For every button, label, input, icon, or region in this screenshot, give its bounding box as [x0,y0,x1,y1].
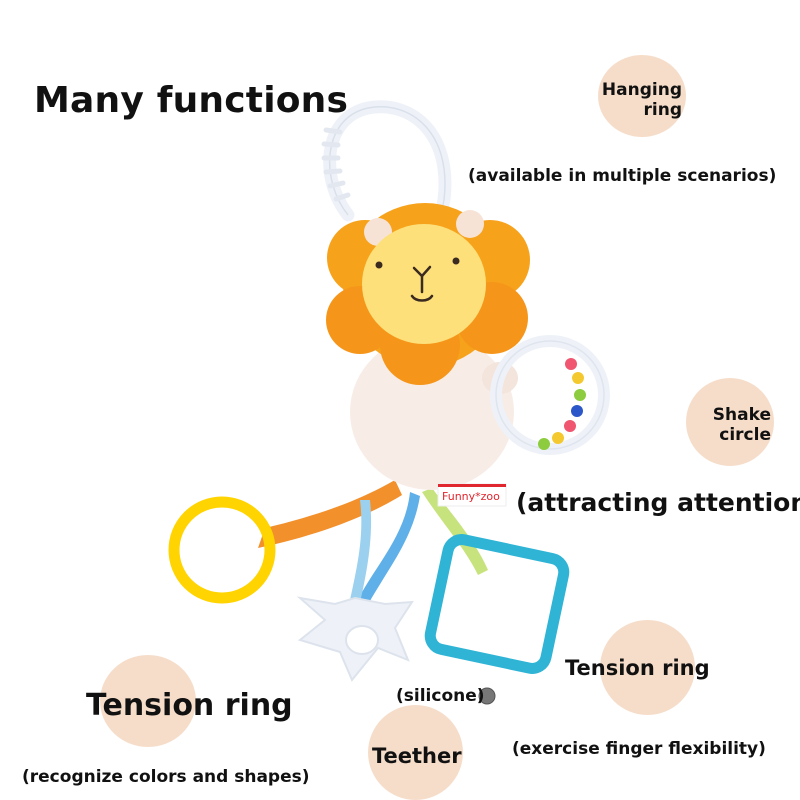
tension-ring-left-label: Tension ring [86,688,293,723]
blue-square-tension-ring [424,534,570,674]
yellow-tension-ring [168,496,276,604]
hanging-ring-label-line1: Hanging [601,80,682,100]
hanging-ring-label-line2: ring [643,100,682,120]
shake-circle-note: (attracting attention) [516,488,800,517]
tension-ring-right-label: Tension ring [565,656,710,680]
tension-ring-left-note: (recognize colors and shapes) [22,767,310,787]
shake-circle-circle [686,378,774,466]
shake-circle-label-line1: Shake [712,405,771,425]
lion-face [362,224,486,344]
tension-ring-left-circle [100,655,196,747]
hanging-ring-circle [598,55,686,137]
hanging-ring [321,100,452,225]
shake-ring [490,335,610,455]
teether-note: (silicone) [396,686,485,706]
hanging-ring-label: Hanging ring [602,80,682,120]
tension-ring-right-circle [600,620,695,715]
hanging-ring-note: (available in multiple scenarios) [468,166,777,186]
teether-circle [368,705,463,800]
shake-circle-label: Shake circle [713,405,771,445]
brand-tag-text: Funny*zoo [442,490,500,503]
lion-body [350,334,514,490]
page-title: Many functions [34,80,349,121]
tension-ring-right-note: (exercise finger flexibility) [512,739,766,759]
shake-circle-label-line2: circle [719,425,771,445]
teether-label: Teether [372,744,462,768]
ribbons [258,480,488,616]
